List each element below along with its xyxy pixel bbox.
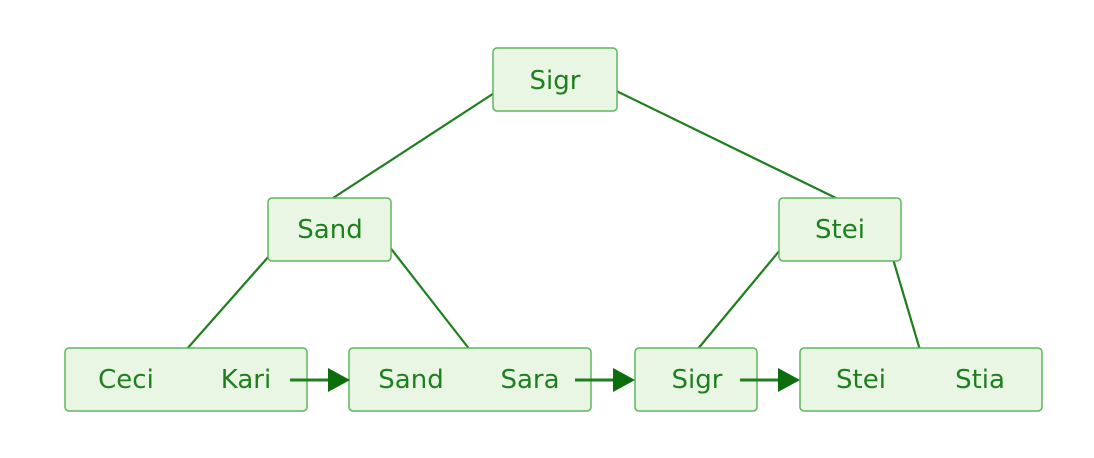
internal-node-right: Stei <box>778 197 902 262</box>
internal-left-key-1: Sand <box>297 215 362 245</box>
internal-node-left: Sand <box>267 197 392 262</box>
edge-root-to-sand <box>329 83 509 201</box>
leaf-2-key-1: Sand <box>378 365 443 395</box>
root-node: Sigr <box>492 47 618 112</box>
leaf-link-arrow-3 <box>740 368 800 392</box>
leaf-node-4: Stei Stia <box>799 347 1043 412</box>
leaf-node-3: Sigr <box>634 347 758 412</box>
leaf-node-2: Sand Sara <box>348 347 592 412</box>
leaf-4-key-2: Stia <box>955 365 1005 395</box>
leaf-4-key-1: Stei <box>836 365 886 395</box>
leaf-1-key-1: Ceci <box>98 365 154 395</box>
edge-root-to-stei <box>601 83 841 201</box>
root-key-1: Sigr <box>530 66 581 96</box>
leaf-link-arrow-2 <box>575 368 635 392</box>
edge-sand-to-leaf-2 <box>377 231 471 351</box>
leaf-1-key-2: Kari <box>221 365 271 395</box>
leaf-node-1: Ceci Kari <box>64 347 308 412</box>
leaf-3-key-1: Sigr <box>672 365 723 395</box>
internal-right-key-1: Stei <box>815 215 865 245</box>
leaf-link-arrow-1 <box>290 368 350 392</box>
leaf-2-key-2: Sara <box>500 365 559 395</box>
